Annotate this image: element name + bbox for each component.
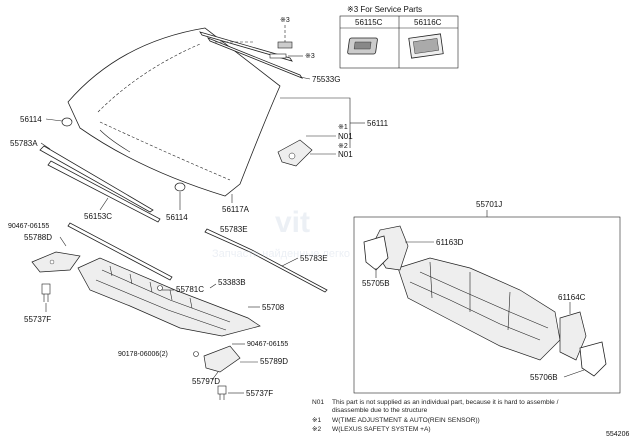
label-55783E-a[interactable]: 55783E <box>220 225 248 234</box>
watermark: vit Запчасти найденные легко <box>212 206 350 260</box>
windshield-glass <box>67 27 281 197</box>
label-55797D[interactable]: 55797D <box>192 377 220 386</box>
bracket-56114-a <box>61 117 73 127</box>
watermark-tagline: Запчасти найденные легко <box>212 248 350 260</box>
label-55783A[interactable]: 55783A <box>10 139 38 148</box>
note-N01-text-1: This part is not supplied as an individu… <box>332 399 559 406</box>
bracket-55789D <box>203 345 241 373</box>
bracket-55706B <box>579 341 607 377</box>
clip-part-top <box>269 41 293 59</box>
clip-55737F-b <box>217 385 227 400</box>
screw-90178 <box>193 351 199 357</box>
note-mark-1: ※1 <box>338 124 348 131</box>
bracket-55788D <box>31 251 81 273</box>
label-55783E-b[interactable]: 55783E <box>300 254 328 263</box>
side-moulding <box>39 145 161 223</box>
label-56114-b[interactable]: 56114 <box>166 213 188 222</box>
label-90178-06006[interactable]: 90178-06006(2) <box>118 351 168 358</box>
watermark-brand: vit <box>275 206 310 239</box>
label-56153C[interactable]: 56153C <box>84 212 112 221</box>
dash-panel-55701J <box>397 257 561 361</box>
service-part-56116C[interactable]: 56116C <box>414 18 442 27</box>
label-55701J[interactable]: 55701J <box>476 200 502 209</box>
label-75533G[interactable]: 75533G <box>312 75 340 84</box>
clip-55737F-a <box>41 283 51 302</box>
top-moulding <box>199 31 304 79</box>
diagram-id: 554206 <box>606 431 629 438</box>
service-part-56115C[interactable]: 56115C <box>355 18 383 27</box>
label-90467-06155-a[interactable]: 90467-06155 <box>8 223 49 230</box>
label-N01-a[interactable]: N01 <box>338 132 353 141</box>
note-2-text: W(LEXUS SAFETY SYSTEM +A) <box>332 426 431 433</box>
note-1-key: ※1 <box>312 417 322 424</box>
label-55705B[interactable]: 55705B <box>362 279 390 288</box>
label-61164C[interactable]: 61164C <box>558 293 586 302</box>
note-2-key: ※2 <box>312 426 322 433</box>
label-55708[interactable]: 55708 <box>262 303 285 312</box>
cowl-panel-55708 <box>77 257 261 337</box>
note-N01-text-2: disassemble due to the structure <box>332 407 428 414</box>
bracket-55705B <box>363 235 389 271</box>
label-55706B[interactable]: 55706B <box>530 373 558 382</box>
dash-panel-detail-box <box>353 210 621 394</box>
service-parts-box: ※3 For Service Parts 56115C 56116C <box>339 5 459 69</box>
label-55737F-b[interactable]: 55737F <box>246 389 273 398</box>
label-55737F-a[interactable]: 55737F <box>24 315 51 324</box>
service-part-56116C-image <box>408 33 444 59</box>
label-55781C[interactable]: 55781C <box>176 285 204 294</box>
clip-55781C <box>157 285 163 291</box>
label-56113b[interactable]: ※3 <box>305 53 315 60</box>
note-mark-2: ※2 <box>338 143 348 150</box>
service-part-56115C-image <box>347 37 378 55</box>
label-56114-a[interactable]: 56114 <box>20 115 42 124</box>
label-56111[interactable]: 56111 <box>367 119 389 128</box>
label-56113[interactable]: ※3 <box>280 17 290 24</box>
note-N01-key: N01 <box>312 399 324 406</box>
bracket-56114-b <box>174 182 186 192</box>
service-parts-title: ※3 For Service Parts <box>347 5 422 14</box>
rain-sensor-part <box>277 139 313 167</box>
cowl-seal-55783E <box>67 222 328 293</box>
label-N01-b[interactable]: N01 <box>338 150 353 159</box>
note-1-text: W(TIME ADJUSTMENT & AUTO(REIN SENSOR)) <box>332 417 480 424</box>
label-61163D[interactable]: 61163D <box>436 238 464 247</box>
label-53383B[interactable]: 53383B <box>218 278 246 287</box>
label-55789D[interactable]: 55789D <box>260 357 288 366</box>
label-56117A[interactable]: 56117A <box>222 205 250 214</box>
label-55788D[interactable]: 55788D <box>24 233 52 242</box>
label-90467-06155-b[interactable]: 90467-06155 <box>247 341 288 348</box>
